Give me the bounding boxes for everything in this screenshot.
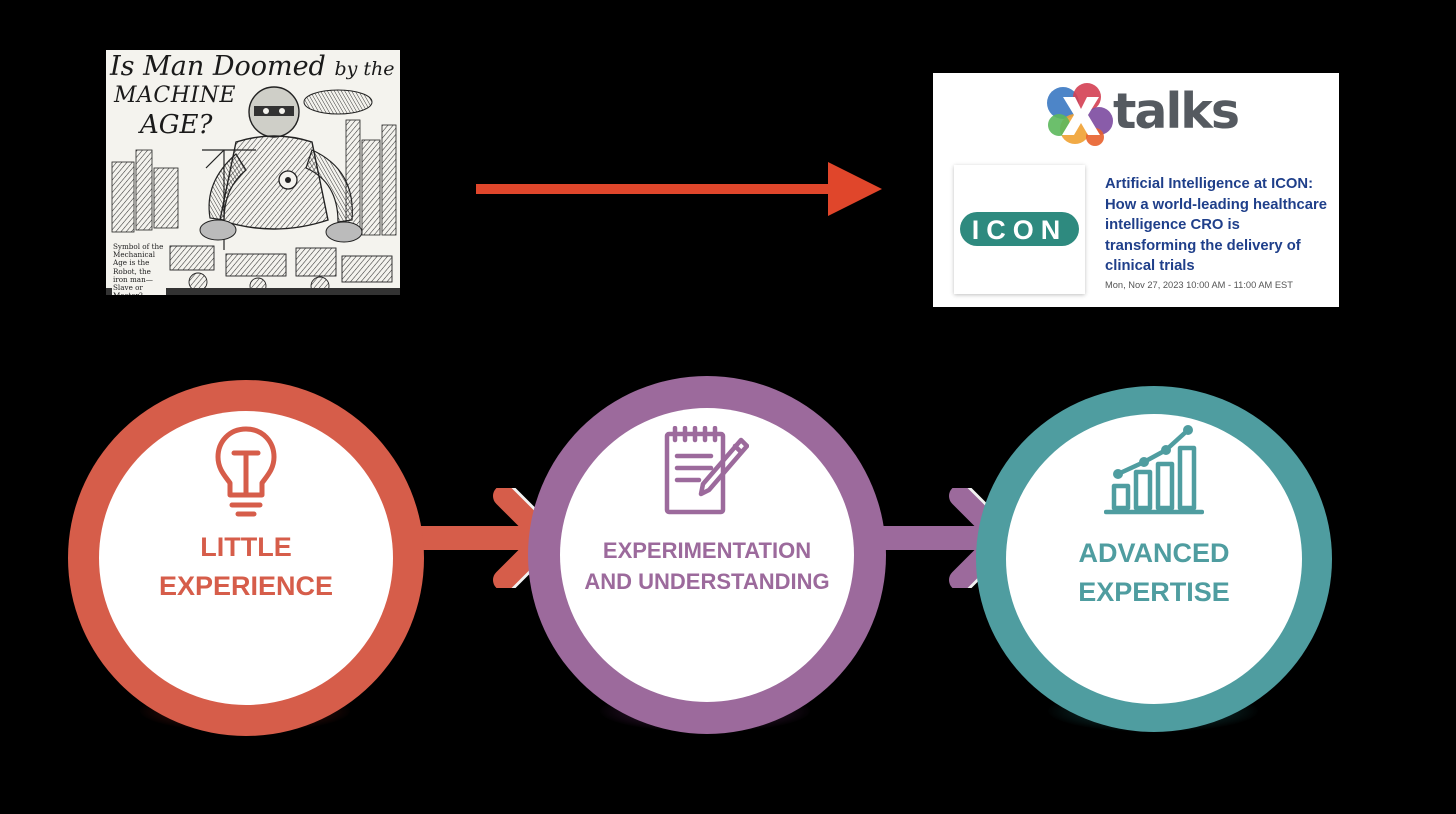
stage-little-experience: LITTLE EXPERIENCE <box>68 380 424 736</box>
event-title-link[interactable]: Artificial Intelligence at ICON: How a w… <box>1105 176 1327 274</box>
clipping-caption: Symbol of the Mechanical Age is the Robo… <box>112 242 166 295</box>
right-arrow-icon <box>476 162 882 216</box>
stage-label-line1: EXPERIMENTATION <box>602 538 812 563</box>
icon-logo-text: ICON <box>972 215 1068 245</box>
icon-company-logo: ICON <box>960 212 1079 246</box>
stage-label-line1: ADVANCED <box>1078 538 1230 568</box>
event-date: Mon, Nov 27, 2023 10:00 AM - 11:00 AM ES… <box>1105 280 1293 290</box>
xtalks-webinar-card[interactable]: talks ICON Artificial Intelligence at IC… <box>933 73 1339 307</box>
xtalks-logo: talks <box>1045 81 1240 149</box>
stage-label: EXPERIMENTATION AND UNDERSTANDING <box>560 535 854 597</box>
stage-label-line2: EXPERIENCE <box>158 571 334 601</box>
icon-thumbnail: ICON <box>954 165 1085 294</box>
growth-chart-icon <box>1104 425 1204 515</box>
stage-inner-circle: LITTLE EXPERIENCE <box>99 411 393 705</box>
headline-line2: MACHINE <box>114 83 236 108</box>
stage-label: ADVANCED EXPERTISE <box>1006 534 1302 612</box>
lightbulb-icon <box>215 426 277 517</box>
robot-illustration <box>106 86 400 295</box>
x-logo-icon <box>1047 83 1113 146</box>
stage-label-line1: LITTLE <box>200 532 292 562</box>
headline-line3: AGE? <box>140 110 213 140</box>
xtalks-wordmark: talks <box>1113 83 1240 140</box>
vintage-magazine-clipping: Is Man Doomed by the MACHINE AGE? Symbol… <box>106 50 400 295</box>
stage-inner-circle: EXPERIMENTATION AND UNDERSTANDING <box>560 408 854 702</box>
stage-label-line2: AND UNDERSTANDING <box>584 569 830 594</box>
stage-advanced-expertise: ADVANCED EXPERTISE <box>976 386 1332 732</box>
notepad-pencil-icon <box>664 426 749 515</box>
headline-line1: Is Man Doomed <box>110 51 326 82</box>
stage-inner-circle: ADVANCED EXPERTISE <box>1006 414 1302 704</box>
stage-experimentation: EXPERIMENTATION AND UNDERSTANDING <box>528 376 886 734</box>
stage-label-line2: EXPERTISE <box>1078 577 1230 607</box>
headline-line1-suffix: by the <box>334 58 395 80</box>
stage-label: LITTLE EXPERIENCE <box>99 528 393 606</box>
